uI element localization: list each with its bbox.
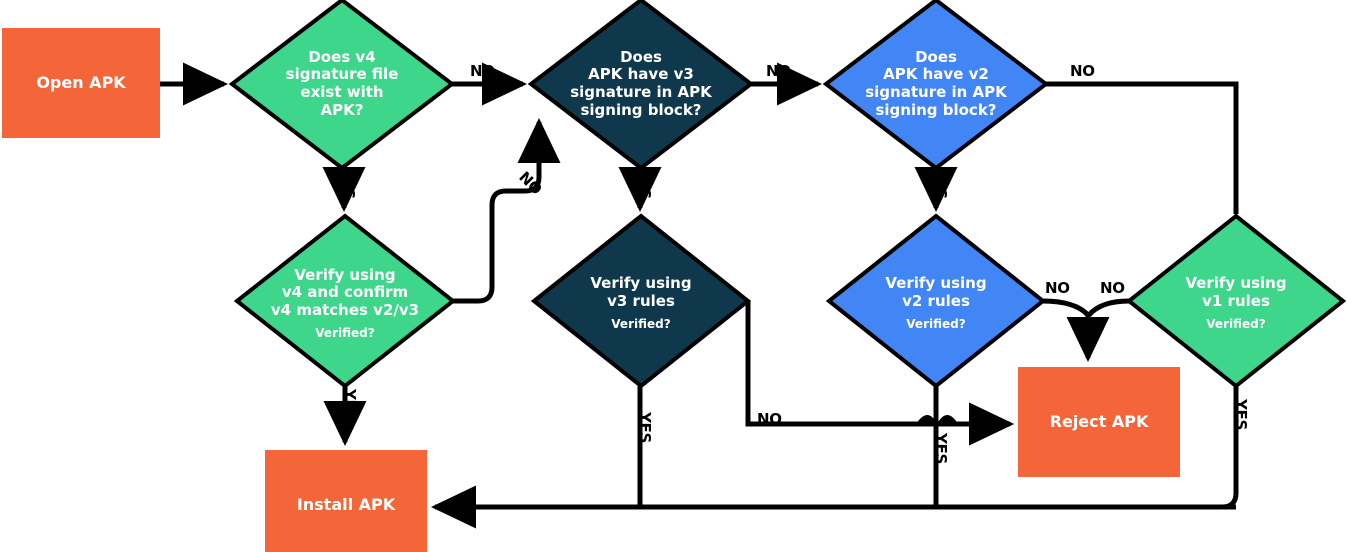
node-verify-v1[interactable] — [1125, 213, 1347, 389]
node-verify-v3[interactable] — [530, 213, 752, 389]
node-verify-v2[interactable] — [825, 213, 1047, 389]
edge-verifyv4-no — [453, 117, 561, 304]
edge-v2present-no — [1046, 81, 1239, 214]
node-reject-apk[interactable] — [1018, 367, 1180, 477]
node-verify-v4[interactable] — [233, 213, 457, 389]
edge-verifyv2-no — [1042, 298, 1110, 363]
edge-crossing-hop — [916, 415, 958, 424]
node-open-apk[interactable] — [2, 28, 160, 138]
node-install-apk[interactable] — [265, 450, 427, 552]
node-v4-exists[interactable] — [228, 0, 456, 171]
node-v2-present[interactable] — [822, 0, 1050, 171]
edge-verifyv1-no — [1087, 298, 1130, 317]
node-v3-present[interactable] — [527, 0, 755, 171]
